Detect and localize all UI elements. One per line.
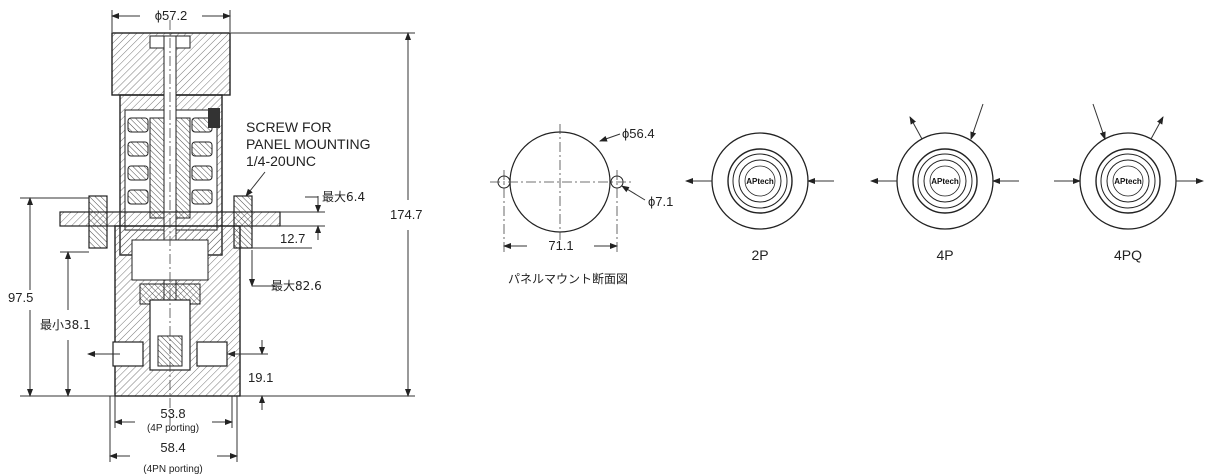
hole-spacing-text: 71.1 xyxy=(548,238,573,253)
port-view-4pq: APtech 4PQ xyxy=(1054,103,1204,263)
dim-width-4p-text: 53.8 xyxy=(160,406,185,421)
port-label-2p: 2P xyxy=(751,247,768,263)
port-right xyxy=(196,341,228,367)
brand-logo-2p: APtech xyxy=(746,177,774,186)
port-label-4p: 4P xyxy=(936,247,953,263)
dim-port-height: 19.1 xyxy=(227,340,273,410)
dim-min-height: 最小38.1 xyxy=(40,251,91,397)
regulator-section-view xyxy=(59,20,281,430)
dim-panel-thickness-text: 最大6.4 xyxy=(322,190,365,204)
dim-flange: 12.7 xyxy=(252,231,312,249)
dim-top-diameter: ϕ57.2 xyxy=(111,8,231,32)
screw-note: SCREW FOR PANEL MOUNTING 1/4-20UNC xyxy=(245,119,370,197)
dim-port-height-text: 19.1 xyxy=(248,370,273,385)
screw-note-line-1: SCREW FOR xyxy=(246,119,332,135)
dim-width-4pn: 58.4 (4PN porting) xyxy=(109,396,238,475)
dim-body-height-text: 97.5 xyxy=(8,290,33,305)
dim-max-panel-height: 最大82.6 xyxy=(249,250,322,293)
dim-overall-height-text: 174.7 xyxy=(390,207,423,222)
panel-cutout-view: 71.1 ϕ56.4 ϕ7.1 パネルマウント断面図 xyxy=(490,124,673,286)
dim-overall-height: 174.7 xyxy=(230,32,423,397)
brand-logo-4p: APtech xyxy=(931,177,959,186)
hole-diameter-text: ϕ56.4 xyxy=(622,126,655,141)
dim-panel-thickness: 最大6.4 xyxy=(280,190,365,240)
brand-logo-4pq: APtech xyxy=(1114,177,1142,186)
dim-top-diameter-text: ϕ57.2 xyxy=(155,8,188,23)
port-view-2p: APtech 2P xyxy=(685,132,834,263)
dim-width-4pn-text: 58.4 xyxy=(160,440,185,455)
screw-note-line-3: 1/4-20UNC xyxy=(246,153,316,169)
dim-width-4p: 53.8 (4P porting) xyxy=(114,396,233,434)
dim-min-height-text: 最小38.1 xyxy=(40,318,91,332)
dim-width-4p-note: (4P porting) xyxy=(147,423,199,434)
dim-width-4pn-note: (4PN porting) xyxy=(143,464,202,475)
screw-hole-diameter-text: ϕ7.1 xyxy=(648,194,673,209)
port-view-4p: APtech 4P xyxy=(870,103,1019,263)
port-label-4pq: 4PQ xyxy=(1114,247,1142,263)
panel-cutout-caption: パネルマウント断面図 xyxy=(508,271,628,286)
dim-max-panel-height-text: 最大82.6 xyxy=(271,279,322,293)
panel-screw-left xyxy=(88,195,108,249)
screw-note-line-2: PANEL MOUNTING xyxy=(246,136,370,152)
dim-flange-text: 12.7 xyxy=(280,231,305,246)
